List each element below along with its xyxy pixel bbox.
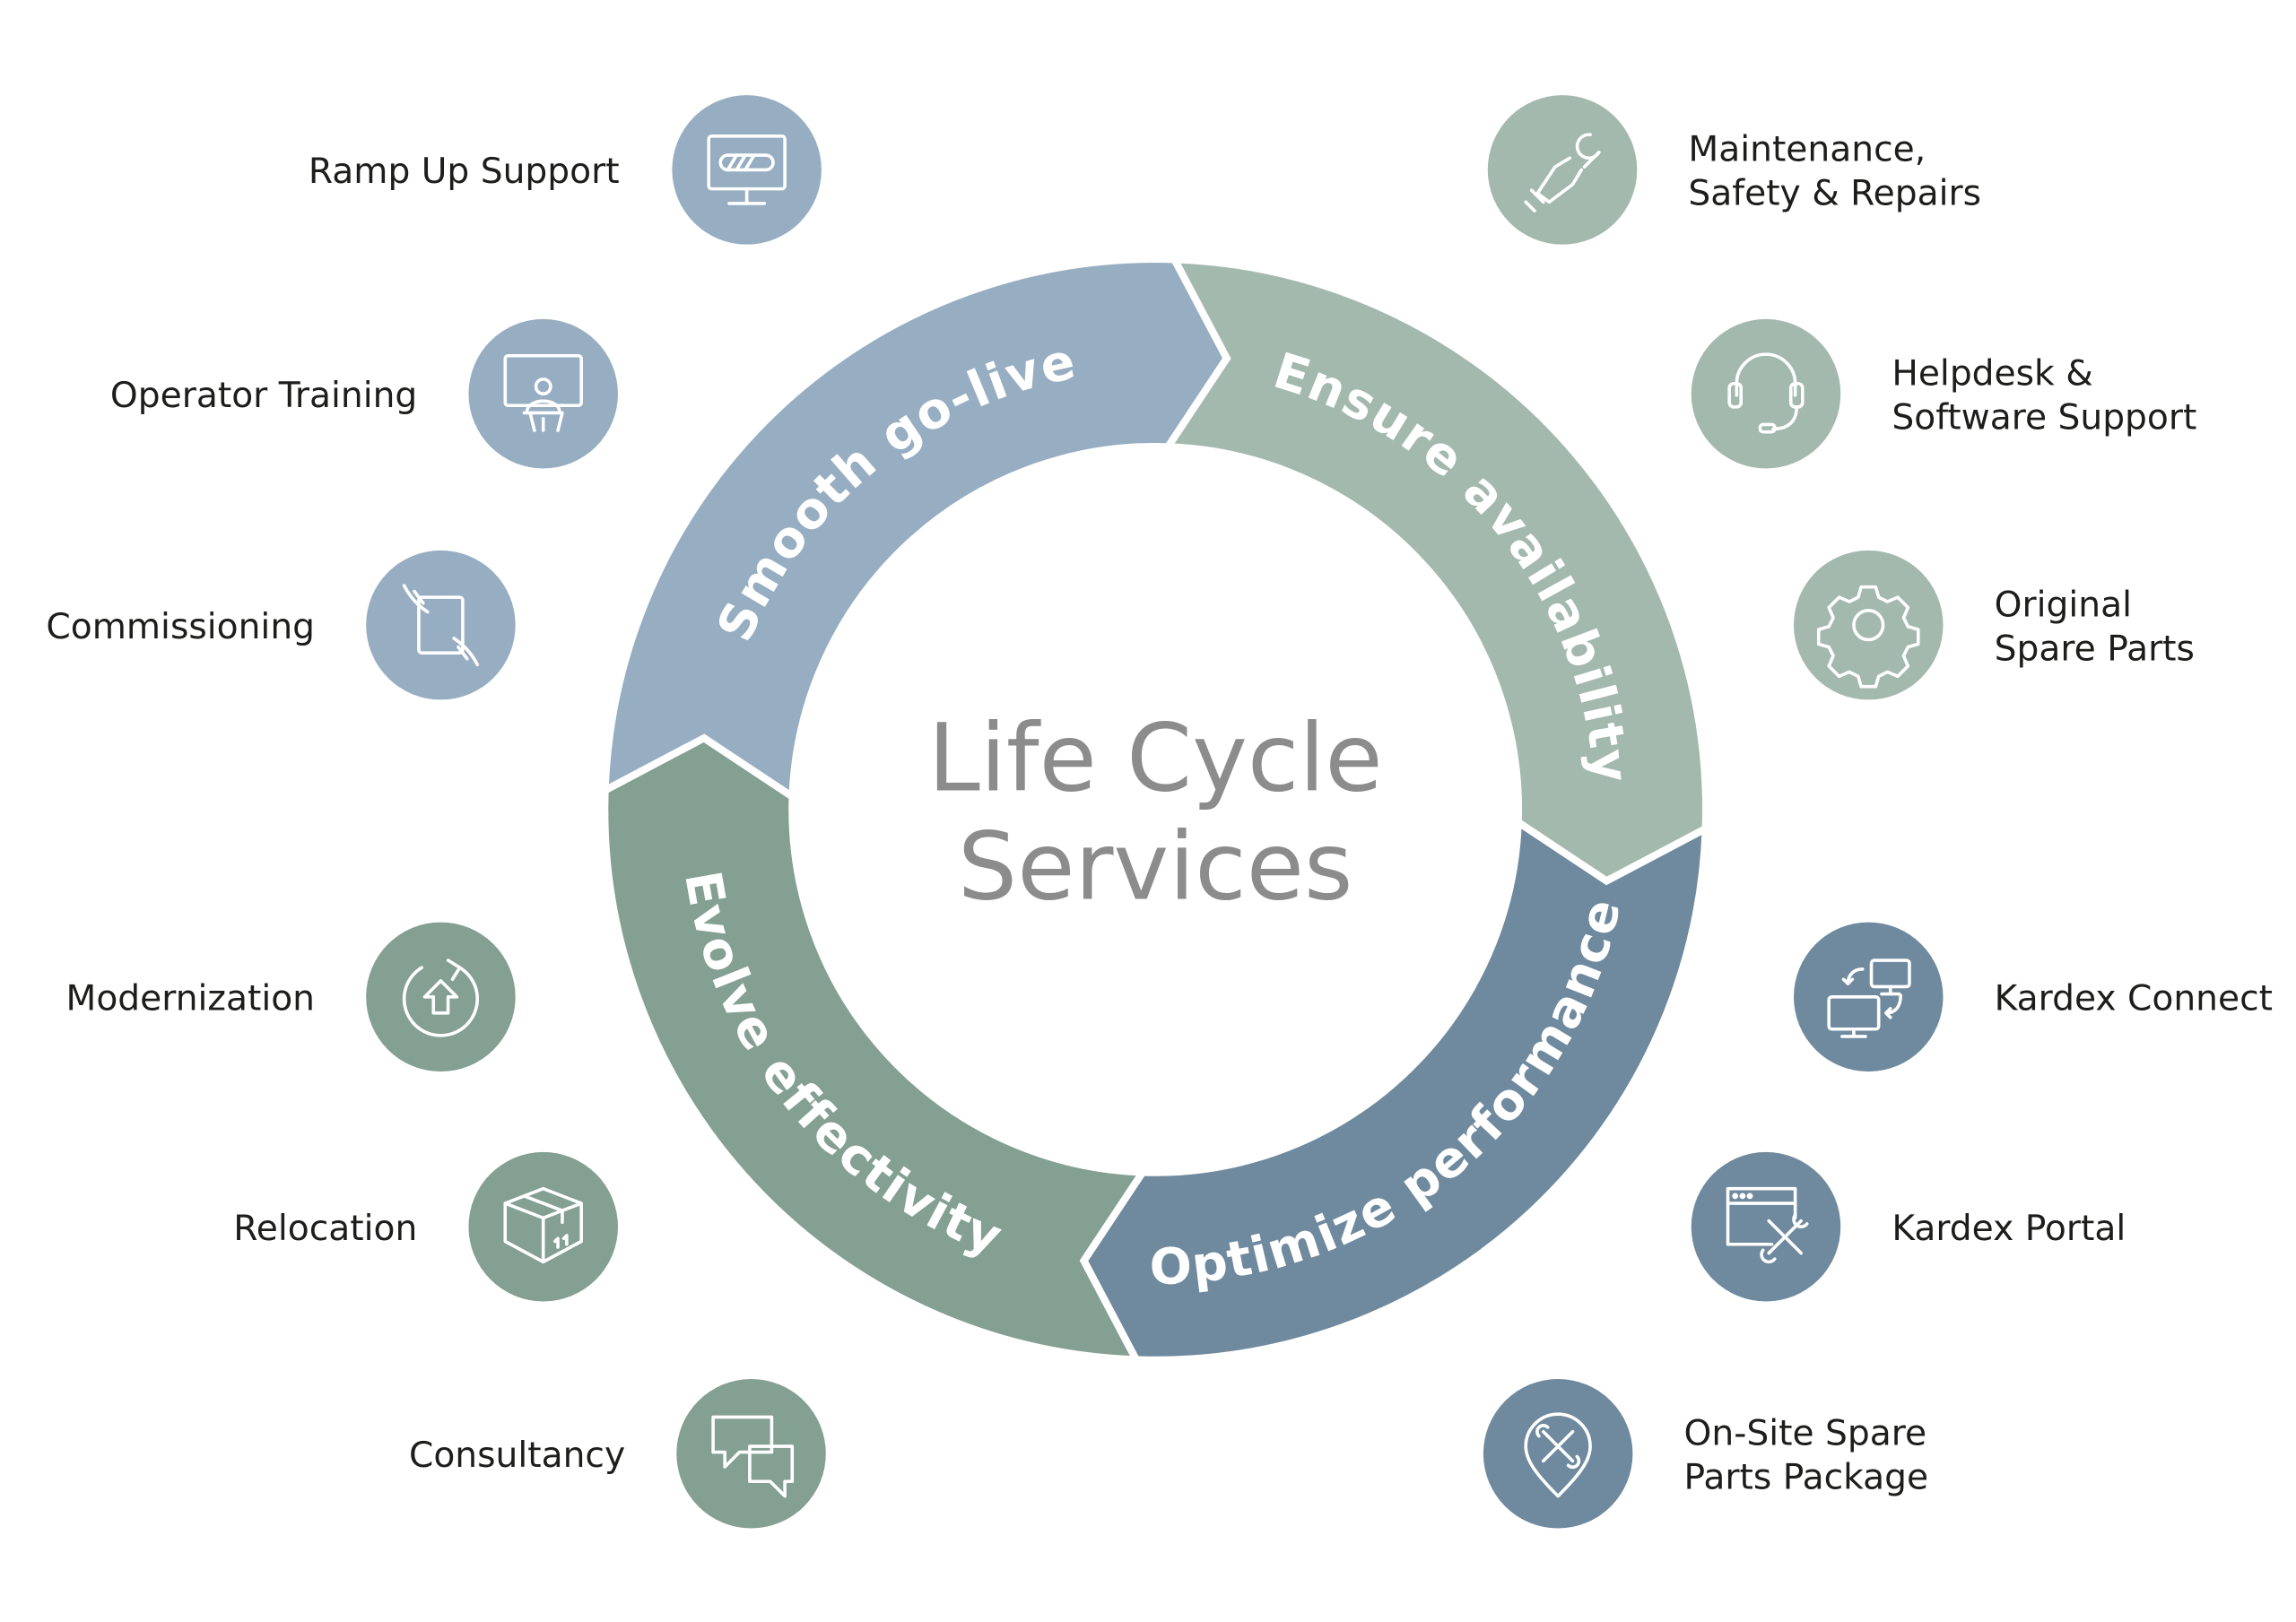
center-title-line1: Life Cycle (928, 704, 1383, 813)
onsite-package-label-line2: Parts Package (1684, 1457, 1929, 1497)
kardex-portal-label: Kardex Portal (1892, 1209, 2126, 1249)
segment-evolve-effectivity (601, 733, 1150, 1364)
circular-upgrade-arrow-icon (402, 958, 480, 1037)
headset-icon (1727, 352, 1805, 434)
segment-smooth-go-live (601, 255, 1231, 804)
connected-monitors-icon (1827, 958, 1911, 1038)
service-consultancy: Consultancy (409, 1378, 826, 1529)
service-ramp-up-support: Ramp Up Support (309, 95, 822, 245)
hand-wrench-icon (1524, 133, 1601, 213)
spare-parts-label-line1: Original (1995, 585, 2132, 625)
presentation-trainer-icon (503, 353, 583, 432)
browser-tools-icon (1726, 1186, 1809, 1264)
ramp-up-label: Ramp Up Support (309, 152, 620, 192)
commissioning-label: Commissioning (46, 607, 315, 647)
kardex-connect-label: Kardex Connect (1995, 979, 2273, 1019)
onsite-package-label-line1: On-Site Spare (1684, 1413, 1927, 1453)
center-title: Life Cycle Services (928, 704, 1383, 922)
service-helpdesk: Helpdesk &Software Support (1691, 318, 2196, 469)
service-relocation: Relocation (233, 1151, 618, 1302)
chat-bubbles-icon (711, 1415, 795, 1498)
service-commissioning: Commissioning (46, 550, 516, 700)
maintenance-label-line1: Maintenance, (1688, 130, 1926, 170)
gear-icon (1816, 585, 1920, 689)
segment-optimize-performance (1079, 815, 1710, 1364)
operator-training-label: Operator Training (110, 376, 417, 416)
service-kardex-connect: Kardex Connect (1794, 922, 2273, 1072)
relocation-label: Relocation (233, 1209, 417, 1249)
modernization-label: Modernization (66, 979, 315, 1019)
service-maintenance: Maintenance,Safety & Repairs (1487, 95, 1981, 245)
consultancy-label: Consultancy (409, 1436, 625, 1476)
box-icon (503, 1186, 583, 1264)
hands-tablet-icon (402, 584, 480, 667)
location-tools-icon (1524, 1412, 1592, 1498)
segment-ensure-availability (1161, 255, 1710, 886)
helpdesk-label-line1: Helpdesk & (1892, 353, 2092, 394)
monitor-progress-icon (707, 134, 787, 205)
helpdesk-label: Helpdesk &Software Support (1892, 353, 2196, 438)
service-kardex-portal: Kardex Portal (1691, 1151, 2126, 1302)
helpdesk-label-line2: Software Support (1892, 397, 2196, 438)
service-operator-training: Operator Training (110, 318, 618, 469)
service-modernization: Modernization (66, 922, 516, 1072)
spare-parts-label-line2: Spare Parts (1995, 629, 2195, 669)
maintenance-label-line2: Safety & Repairs (1688, 174, 1981, 214)
center-title-line2: Services (958, 811, 1353, 921)
maintenance-label: Maintenance,Safety & Repairs (1688, 130, 1981, 214)
